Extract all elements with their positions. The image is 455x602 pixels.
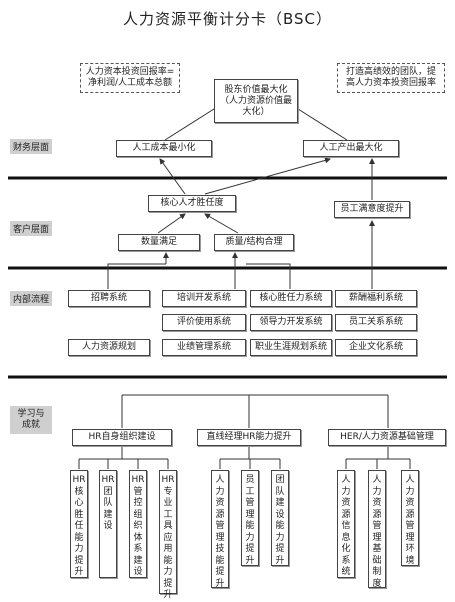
arrow — [157, 213, 186, 234]
node-leadership-system: 领导力开发系统 — [250, 314, 332, 331]
layer-label-learning-line2: 成就 — [21, 420, 40, 430]
node-core-talent-competency: 核心人才胜任度 — [148, 195, 236, 212]
item-hr-team-building: HR 团 队 建 设 — [99, 470, 117, 578]
node-core-competency-system: 核心胜任力系统 — [250, 290, 332, 307]
layer-label-learning: 学习与 成就 — [10, 406, 52, 434]
item-team-building-ability: 团 队 建 设 能 力 提 升 — [271, 470, 289, 566]
node-min-labor-cost: 人工成本最小化 — [116, 140, 212, 157]
item-employee-management: 员 工 管 理 能 力 提 升 — [241, 470, 259, 566]
node-performance-system: 业绩管理系统 — [162, 339, 246, 356]
note-high-performance-team: 打造高绩效的团队，提 高人力资本投资回报率 — [337, 63, 445, 93]
node-recruit-system: 招聘系统 — [68, 290, 150, 307]
arrow — [159, 158, 186, 195]
layer-label-customer: 客户层面 — [10, 221, 52, 236]
node-line-manager-hr: 直线经理HR能力提升 — [197, 429, 301, 446]
arrow — [204, 213, 239, 234]
node-training-system: 培训开发系统 — [162, 290, 246, 307]
note-roi-formula: 人力资本投资回报率= 净利润/人工成本总额 — [80, 63, 180, 93]
vertical-label: 团 队 建 设 能 力 提 升 — [275, 475, 285, 566]
vertical-label: 人 力 资 源 管 理 环 境 — [405, 475, 415, 566]
item-hr-base-system: 人 力 资 源 管 理 基 础 制 度 — [368, 470, 386, 589]
node-career-planning-system: 职业生涯规划系统 — [250, 339, 332, 356]
node-quality-structure: 质量/结构合理 — [214, 234, 294, 251]
layer-label-learning-line1: 学习与 — [17, 409, 45, 419]
vertical-label: 人 力 资 源 信 息 化 系 统 — [341, 475, 351, 577]
item-hr-information-system: 人 力 资 源 信 息 化 系 统 — [337, 470, 355, 578]
item-hr-tool-application: HR 专 业 工 具 应 用 能 力 提 升 — [159, 470, 177, 600]
node-hr-planning: 人力资源规划 — [68, 339, 150, 356]
layer-label-financial: 财务层面 — [10, 139, 52, 154]
vertical-label: 员 工 管 理 能 力 提 升 — [245, 475, 255, 566]
node-evaluation-system: 评价使用系统 — [162, 314, 246, 331]
arrow — [204, 157, 331, 195]
node-employee-relations-system: 员工关系系统 — [335, 314, 417, 331]
vertical-label: HR 团 队 建 设 — [101, 475, 115, 531]
vertical-label: HR 专 业 工 具 应 用 能 力 提 升 — [161, 475, 175, 600]
connector — [246, 263, 291, 289]
vertical-label: HR 核 心 胜 任 能 力 提 升 — [72, 475, 86, 577]
node-max-labor-output: 人工产出最大化 — [303, 140, 399, 157]
item-hr-environment: 人 力 资 源 管 理 环 境 — [401, 470, 419, 566]
vertical-label: 人 力 资 源 管 理 技 能 提 升 — [215, 475, 225, 589]
node-staff-satisfaction: 员工满意度提升 — [334, 201, 410, 218]
node-hr-org-building: HR自身组织建设 — [72, 429, 172, 446]
node-quantity-met: 数量满足 — [118, 234, 200, 251]
layer-label-internal: 内部流程 — [10, 291, 52, 306]
vertical-label: HR 管 控 组 织 体 系 建 设 — [131, 475, 145, 577]
node-her-base-management: HER/人力资源基础管理 — [328, 429, 446, 446]
node-culture-system: 企业文化系统 — [335, 339, 417, 356]
node-compensation-system: 薪酬福利系统 — [335, 290, 417, 307]
item-hr-control-org: HR 管 控 组 织 体 系 建 设 — [129, 470, 147, 578]
page-title: 人力资源平衡计分卡（BSC） — [122, 10, 333, 28]
vertical-label: 人 力 资 源 管 理 基 础 制 度 — [372, 475, 382, 589]
connector — [107, 263, 166, 289]
node-shareholder-value: 股东价值最大化 （人力资源价值最 大化） — [214, 79, 298, 123]
item-hr-management-skills: 人 力 资 源 管 理 技 能 提 升 — [211, 470, 229, 589]
item-hr-core-competency: HR 核 心 胜 任 能 力 提 升 — [70, 470, 88, 578]
